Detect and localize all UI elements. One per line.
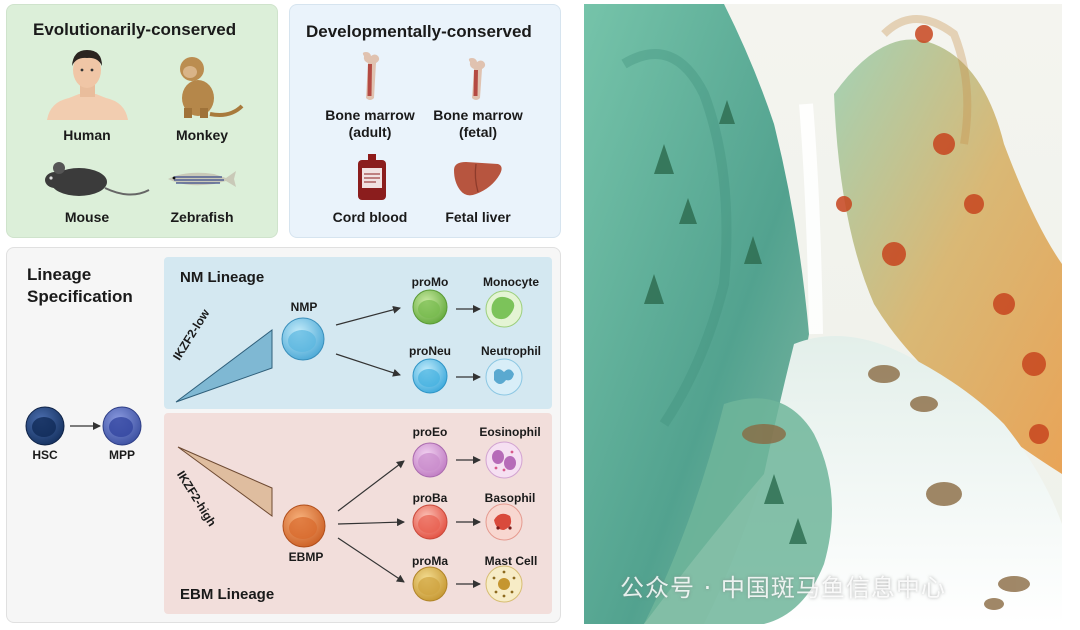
zebrafish-icon [168, 171, 236, 187]
bm-fetal-label-2: (fetal) [458, 124, 498, 140]
basophil-label: Basophil [484, 491, 536, 505]
lineage-title-1: Lineage [27, 265, 92, 284]
bm-fetal-label-1: Bone marrow [433, 107, 523, 123]
dev-title: Developmentally-conserved [306, 22, 532, 41]
bm-adult-label-1: Bone marrow [325, 107, 415, 123]
ebmp-to-proma-arrow [337, 537, 405, 583]
ikzf2-low-wedge [175, 329, 273, 403]
evo-title: Evolutionarily-conserved [33, 20, 237, 39]
proma-cell [412, 566, 448, 602]
fetal-liver-icon [454, 162, 502, 196]
proba-label: proBa [412, 491, 448, 505]
mpp-label: MPP [108, 448, 136, 462]
ikzf2-high-wedge [177, 446, 273, 517]
eosinophil-label: Eosinophil [479, 425, 541, 439]
nmp-label: NMP [290, 300, 318, 314]
basophil-cell [485, 503, 523, 541]
mouse-label: Mouse [64, 209, 110, 225]
proeo-cell [412, 442, 448, 478]
promo-label: proMo [411, 275, 449, 289]
proba-cell [412, 504, 448, 540]
evolutionarily-conserved-panel [6, 4, 278, 238]
ebmp-to-proeo-arrow [337, 460, 405, 512]
nmp-cell [281, 317, 325, 361]
mastcell-label: Mast Cell [484, 554, 538, 568]
monkey-icon [180, 57, 244, 118]
human-label: Human [63, 127, 111, 143]
mpp-cell [102, 406, 142, 446]
watermark-text: 公众号 · 中国斑马鱼信息中心 [620, 574, 946, 602]
mouse-icon [45, 162, 150, 196]
lineage-title-2: Specification [27, 287, 133, 306]
hsc-cell [25, 406, 65, 446]
proneu-label: proNeu [409, 344, 451, 358]
cord-blood-label: Cord blood [332, 209, 408, 225]
proma-label: proMa [412, 554, 448, 568]
ebm-lineage-title: EBM Lineage [180, 586, 275, 603]
nm-lineage-title: NM Lineage [180, 269, 265, 286]
bm-adult-label-2: (adult) [348, 124, 392, 140]
bone-marrow-adult-icon [362, 52, 380, 100]
cord-blood-bag-icon [358, 154, 386, 200]
bone-marrow-fetal-icon [468, 58, 486, 100]
neutrophil-cell [485, 358, 523, 396]
promo-cell [412, 289, 448, 325]
landscape-painting [584, 4, 1062, 624]
monocyte-cell [485, 290, 523, 328]
human-icon [47, 50, 128, 120]
proneu-cell [412, 358, 448, 394]
monocyte-label: Monocyte [482, 275, 540, 289]
fetal-liver-label: Fetal liver [445, 209, 511, 225]
hsc-label: HSC [32, 448, 58, 462]
ebmp-label: EBMP [288, 550, 324, 564]
zebrafish-label: Zebrafish [170, 209, 234, 225]
nmp-to-promo-arrow [335, 305, 401, 326]
eosinophil-cell [485, 441, 523, 479]
developmentally-conserved-panel [289, 4, 561, 238]
monkey-label: Monkey [175, 127, 229, 143]
ebmp-to-proba-arrow [337, 518, 405, 527]
proeo-label: proEo [412, 425, 448, 439]
nmp-to-proneu-arrow [335, 353, 401, 377]
neutrophil-label: Neutrophil [481, 344, 541, 358]
mast-cell [485, 565, 523, 603]
ebmp-cell [282, 504, 326, 548]
